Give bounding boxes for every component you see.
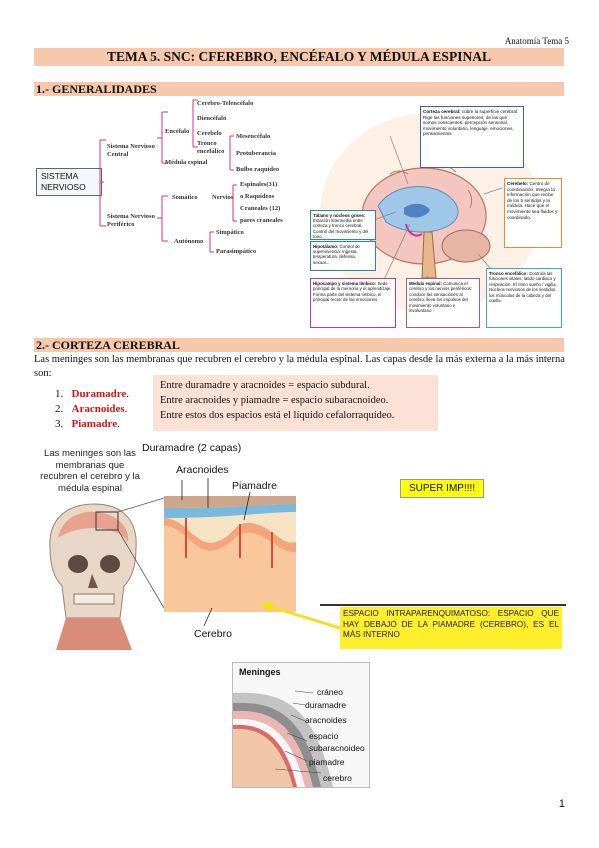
intraparenchymal-callout: ESPACIO INTRAPARENQUIMATOSO: ESPACIO QUE… xyxy=(340,607,562,649)
tree-cerebro-telencefalo: Cerebro-Telencéfalo xyxy=(197,100,254,107)
label-cerebelo-title: Cerebelo: xyxy=(507,181,529,186)
section1-heading-bar xyxy=(34,82,564,96)
label-hipotalamo-title: Hipotálamo: xyxy=(313,244,339,249)
tree-root-box: SISTEMA NERVIOSO xyxy=(36,168,102,196)
meninges-layers-drawing xyxy=(233,690,333,787)
label-medula: Médula espinal: Comunica el cerebro y lo… xyxy=(406,278,480,328)
fig-aracnoides-label: Aracnoides xyxy=(176,464,229,476)
section1-heading: 1.- GENERALIDADES xyxy=(36,82,157,96)
tree-craneales: Craneales (12) xyxy=(240,205,281,212)
tree-cerebelo: Cerebelo xyxy=(197,130,222,137)
list-item: 2. Aracnoides. xyxy=(55,403,128,415)
note-line: Entre duramadre y aracnoides = espacio s… xyxy=(160,380,370,391)
label-talamo-title: Tálamo y núcleos grises: xyxy=(313,213,366,218)
label-hipocampo-title: Hipocampo y sistema límbico: xyxy=(313,281,377,286)
running-header: Anatomía Tema 5 xyxy=(504,36,569,46)
label-hipotalamo-desc: Control de supervivencia: ingesta, tempe… xyxy=(313,244,360,265)
tree-brackets xyxy=(99,99,237,253)
tree-diencefalo: Diencéfalo xyxy=(197,115,227,122)
tree-medula: Médula espinal xyxy=(165,159,208,166)
label-talamo-desc: Estación intermedia entre corteza y tron… xyxy=(313,218,369,239)
label-medula-desc: Comunica el cerebro y los nervios perifé… xyxy=(409,281,473,314)
tree-protuberancia: Protuberancia xyxy=(236,150,276,157)
tree-mesencefalo: Mesencéfalo xyxy=(236,133,271,140)
list-num: 3. xyxy=(55,418,64,430)
list-item: 3. Piamadre. xyxy=(55,418,120,430)
tree-snp: Sistema Nervioso Periférico xyxy=(107,213,155,228)
meninges-label-subaracnoideo: subaracnoideo xyxy=(309,743,365,753)
label-hipocampo: Hipocampo y sistema límbico: Sede princi… xyxy=(310,278,396,328)
label-cerebelo: Cerebelo: Centro de coordinación. Integr… xyxy=(504,178,562,248)
label-corteza-desc: cubre la superficie cerebral. Rige las f… xyxy=(423,109,519,137)
spaces-note: Entre duramadre y aracnoides = espacio s… xyxy=(153,375,438,431)
fig-piamadre-label: Piamadre xyxy=(232,480,277,492)
meninges-label-craneo: cráneo xyxy=(317,687,343,697)
title-background xyxy=(34,48,564,66)
section2-heading-bar xyxy=(34,338,564,352)
tree-encefalo: Encéfalo xyxy=(165,128,190,135)
tree-raquideos: o Raquídeos xyxy=(240,193,275,200)
meninges-label-espacio: espacio xyxy=(309,731,339,741)
super-important-tag: SUPER IMP!!!! xyxy=(400,479,484,498)
callout-arrow xyxy=(260,602,341,630)
tree-bulbo: Bulbo raquídeo xyxy=(236,166,280,173)
list-duramadre: Duramadre xyxy=(71,388,127,400)
note-line: Entre estos dos espacios está el líquido… xyxy=(160,410,395,421)
meninges-diagram-title: Meninges xyxy=(239,667,281,677)
label-tronco: Tronco encefálico: Controla las funcione… xyxy=(486,268,562,328)
list-aracnoides: Aracnoides xyxy=(71,403,125,415)
meninges-label-aracnoides: aracnoides xyxy=(305,715,347,725)
list-num: 2. xyxy=(55,403,64,415)
list-piamadre: Piamadre xyxy=(71,418,118,430)
fig-cerebro-label: Cerebro xyxy=(194,628,232,640)
tree-snc: Sistema Nervioso Central xyxy=(107,143,155,158)
meninges-label-piamadre: piamadre xyxy=(309,757,345,767)
list-item: 1. Duramadre. xyxy=(55,388,130,400)
label-corteza: Corteza cerebral: cubre la superficie ce… xyxy=(420,106,524,168)
note-line: Entre aracnoides y piamadre = espacio su… xyxy=(160,395,389,406)
fig-duramadre-label: Duramadre (2 capas) xyxy=(142,442,242,454)
meninges-figure: Las meninges son las membranas que recub… xyxy=(36,438,304,650)
figure-caption: Las meninges son las membranas que recub… xyxy=(40,448,140,494)
label-hipotalamo: Hipotálamo: Control de supervivencia: in… xyxy=(310,241,376,271)
tree-nervios: Nervios xyxy=(212,194,234,201)
callout-rule xyxy=(320,604,566,606)
skull-and-layers-drawing xyxy=(49,478,296,650)
label-tronco-title: Tronco encefálico: xyxy=(489,271,528,276)
tree-simpatico: Simpático xyxy=(216,229,244,236)
section2-heading: 2.- CORTEZA CEREBRAL xyxy=(36,338,180,352)
label-tronco-desc: Controla las funciones vitales, latido c… xyxy=(489,271,557,304)
meninges-diagram: Meninges cráneo duramadre aracnoides esp… xyxy=(232,662,370,788)
tree-autonomo: Autónomo xyxy=(174,238,204,245)
list-num: 1. xyxy=(55,388,64,400)
label-talamo: Tálamo y núcleos grises: Estación interm… xyxy=(310,210,376,240)
page-title: TEMA 5. SNC: CFEREBRO, ENCÉFALO Y MÉDULA… xyxy=(107,49,491,64)
tree-somatico: Somático xyxy=(172,194,198,201)
brain-infographic: Corteza cerebral: cubre la superficie ce… xyxy=(298,98,564,332)
tree-pares: pares craneales xyxy=(240,217,283,224)
label-hipocampo-desc: Sede principal de la memoria y el aprend… xyxy=(313,281,392,303)
tree-espinales: Espinales(31) xyxy=(240,181,278,188)
tree-tronco: Tronco encefálico xyxy=(197,140,225,155)
intro-paragraph: Las meninges son las membranas que recub… xyxy=(34,354,565,379)
page-number: 1 xyxy=(558,798,565,810)
meninges-label-duramadre: duramadre xyxy=(305,700,347,710)
label-cerebelo-desc: Centro de coordinación. Integra la infor… xyxy=(507,181,558,220)
meninges-label-cerebro: cerebro xyxy=(323,773,352,783)
label-corteza-title: Corteza cerebral: xyxy=(423,109,461,114)
label-medula-title: Médula espinal: xyxy=(409,281,442,286)
tree-parasimpatico: Parasimpático xyxy=(216,248,257,255)
